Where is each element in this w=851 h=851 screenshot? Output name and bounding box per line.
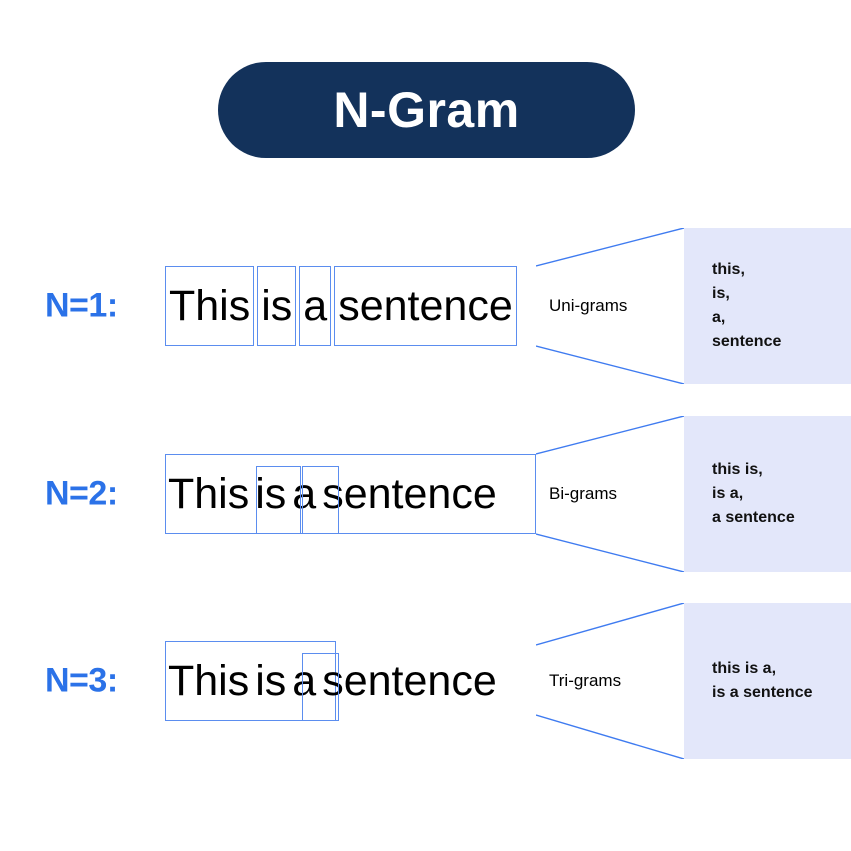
word-cell: This (165, 266, 255, 346)
funnel-label-3: Tri-grams (549, 671, 622, 690)
word-cell: is (257, 266, 297, 346)
output-list-1: this, is, a, sentence (712, 258, 781, 354)
output-item: is a sentence (712, 684, 813, 701)
n-value-label-2: N=2: (45, 474, 118, 513)
word-cell: sentence (334, 266, 517, 346)
word-cell: This (168, 469, 250, 518)
sentence-strip-1: This is a sentence (165, 266, 536, 346)
sentence-strip-3: This is a sentence (165, 641, 536, 721)
output-list-3: this is a, is a sentence (712, 657, 813, 705)
funnel-label-2: Bi-grams (549, 484, 618, 503)
funnel-1: Uni-grams (536, 228, 684, 384)
word-cell: This (168, 656, 250, 705)
output-panel-1: this, is, a, sentence (684, 228, 851, 384)
output-item: is, (712, 285, 730, 302)
ngram-row-trigram: N=3: This is a sentence Tri-grams this i… (0, 603, 851, 759)
output-item: is a, (712, 485, 744, 502)
output-item: a sentence (712, 509, 795, 526)
output-item: sentence (712, 333, 782, 350)
word-cell: a (299, 266, 332, 346)
funnel-shape-icon (536, 228, 684, 384)
ngram-window-box (302, 653, 339, 721)
n-value-label-1: N=1: (45, 286, 118, 325)
funnel-3: Tri-grams (536, 603, 684, 759)
word-cell: is (255, 469, 287, 518)
ngram-window-box (302, 466, 339, 534)
ngram-row-bigram: N=2: This is a sentence Bi-grams this is… (0, 416, 851, 572)
n-value-label-3: N=3: (45, 661, 118, 700)
ngram-window-box (165, 454, 536, 534)
output-item: this is a, (712, 660, 777, 677)
page-title: N-Gram (333, 82, 520, 138)
word-cell: sentence (322, 469, 497, 518)
title-pill: N-Gram (218, 62, 635, 158)
ngram-window-box (165, 641, 336, 721)
sentence-strip-2: This is a sentence (165, 454, 536, 534)
funnel-label-1: Uni-grams (549, 296, 628, 315)
output-item: this, (712, 261, 745, 278)
output-list-2: this is, is a, a sentence (712, 458, 795, 530)
word-cell: a (292, 656, 317, 705)
output-item: this is, (712, 461, 763, 478)
output-panel-3: this is a, is a sentence (684, 603, 851, 759)
funnel-2: Bi-grams (536, 416, 684, 572)
ngram-window-box (256, 466, 301, 534)
word-cell: is (255, 656, 287, 705)
word-cell: a (292, 469, 317, 518)
output-panel-2: this is, is a, a sentence (684, 416, 851, 572)
funnel-shape-icon (536, 416, 684, 572)
ngram-row-unigram: N=1: This is a sentence Uni-grams this, … (0, 228, 851, 384)
funnel-shape-icon (536, 603, 684, 759)
word-cell: sentence (322, 656, 497, 705)
output-item: a, (712, 309, 726, 326)
